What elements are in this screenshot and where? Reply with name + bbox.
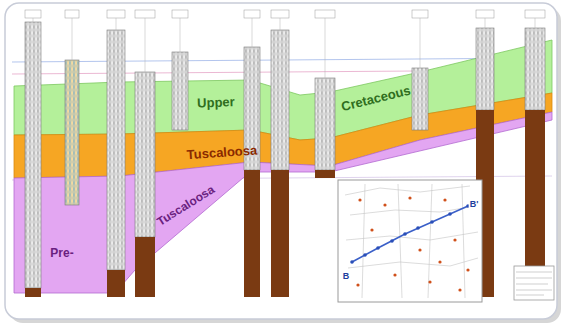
well-header [525, 10, 545, 18]
section-end-label: B [342, 272, 351, 282]
well-stem [325, 18, 326, 78]
well-log [25, 22, 41, 288]
well-log [65, 60, 79, 205]
well-stem [252, 18, 253, 47]
well-header [107, 10, 125, 18]
map-dot [458, 288, 461, 291]
well-log [271, 30, 289, 170]
map-dot [408, 196, 411, 199]
basement-bar [271, 170, 289, 297]
well-header [65, 10, 79, 18]
unit-label: Pre- [50, 247, 73, 260]
basement-bar [135, 237, 155, 297]
map-dot [358, 198, 361, 201]
map-dot [393, 273, 396, 276]
well-log [107, 30, 125, 270]
map-dot [416, 226, 420, 230]
well-dots [350, 196, 470, 291]
well-header [135, 10, 155, 18]
well-header [271, 10, 289, 18]
map-dot [356, 283, 359, 286]
well-header [476, 10, 494, 18]
well-header [172, 10, 188, 18]
title-block-lines [516, 272, 552, 295]
unit-label: Upper [197, 95, 235, 111]
well-stem [33, 18, 34, 22]
map-dot [428, 280, 431, 283]
well [271, 10, 289, 297]
well [135, 10, 155, 297]
map-dot [350, 260, 354, 264]
title-block [514, 266, 554, 300]
map-frame [338, 180, 482, 302]
basement-bar [107, 270, 125, 297]
well [525, 10, 545, 270]
map-dot [370, 228, 373, 231]
well-log [244, 47, 260, 170]
well-log [135, 72, 155, 237]
well-log [172, 52, 188, 130]
well [412, 10, 428, 130]
basement-bar [25, 288, 41, 297]
well-stem [280, 18, 281, 30]
map-dot [363, 253, 367, 257]
section-end-label: B' [469, 200, 480, 210]
map-dot [453, 238, 456, 241]
title-block-frame [514, 266, 554, 300]
map-dot [376, 246, 380, 250]
county-lines [345, 184, 478, 298]
well-stem [145, 18, 146, 72]
map-dot [390, 239, 394, 243]
well [244, 10, 260, 297]
section-line [352, 206, 468, 262]
well [65, 10, 79, 205]
well-log [315, 78, 335, 170]
well-stem [116, 18, 117, 30]
basement-bar [244, 170, 260, 297]
well-stem [535, 18, 536, 28]
well-header [25, 10, 41, 18]
basement-bar [525, 110, 545, 270]
basement-bar [315, 170, 335, 178]
well [315, 10, 335, 178]
well-stem [72, 18, 73, 60]
well [25, 10, 41, 297]
map-dot [430, 220, 434, 224]
well-header [412, 10, 428, 18]
well-log [525, 28, 545, 110]
well [172, 10, 188, 130]
well-stem [420, 18, 421, 68]
map-dot [418, 248, 421, 251]
well-log [412, 68, 428, 130]
well-stem [180, 18, 181, 52]
well-header [315, 10, 335, 18]
location-map [338, 180, 482, 302]
map-dot [448, 212, 452, 216]
map-dot [383, 203, 386, 206]
well-stem [485, 18, 486, 28]
map-dot [466, 268, 469, 271]
map-dot [438, 260, 441, 263]
map-dot [403, 232, 407, 236]
well [107, 10, 125, 297]
map-dot [443, 198, 446, 201]
well-log [476, 28, 494, 110]
panel [5, 3, 557, 319]
well-header [244, 10, 260, 18]
